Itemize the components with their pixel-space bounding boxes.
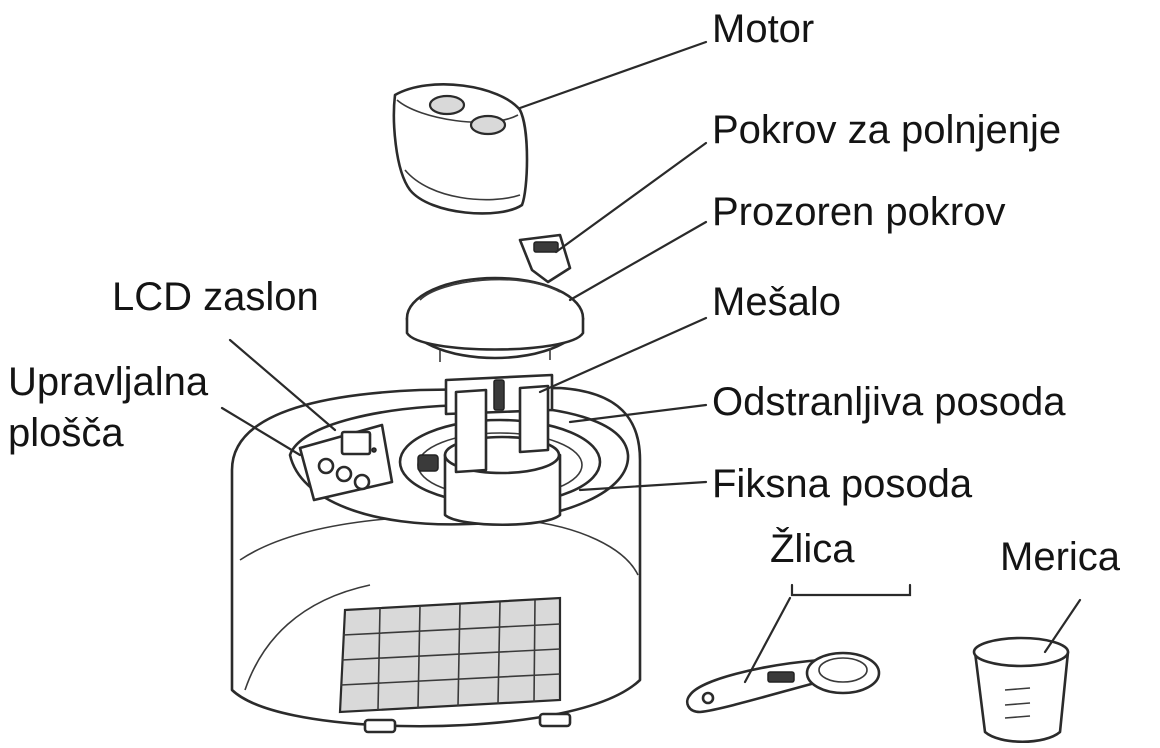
vent-grille (340, 598, 560, 712)
fill-lid (520, 235, 570, 282)
transparent-lid (407, 235, 583, 362)
label-fixed-bowl: Fiksna posoda (712, 462, 973, 506)
label-mixer: Mešalo (712, 280, 841, 324)
motor-vent-2 (471, 116, 505, 134)
spoon (687, 653, 879, 712)
label-motor: Motor (712, 7, 814, 51)
label-clear-lid: Prozoren pokrov (712, 190, 1005, 234)
label-cup: Merica (1000, 535, 1121, 579)
label-lcd: LCD zaslon (112, 275, 319, 319)
label-control-panel-2: plošča (8, 411, 124, 455)
label-control-panel-1: Upravljalna (8, 360, 209, 404)
label-fill-lid: Pokrov za polnjenje (712, 108, 1061, 152)
motor-unit (394, 84, 527, 213)
label-spoon: Žlica (770, 526, 855, 571)
lcd-screen (342, 432, 370, 454)
label-removable-bowl: Odstranljiva posoda (712, 380, 1066, 424)
motor-vent-1 (430, 96, 464, 114)
measuring-cup (974, 638, 1068, 742)
